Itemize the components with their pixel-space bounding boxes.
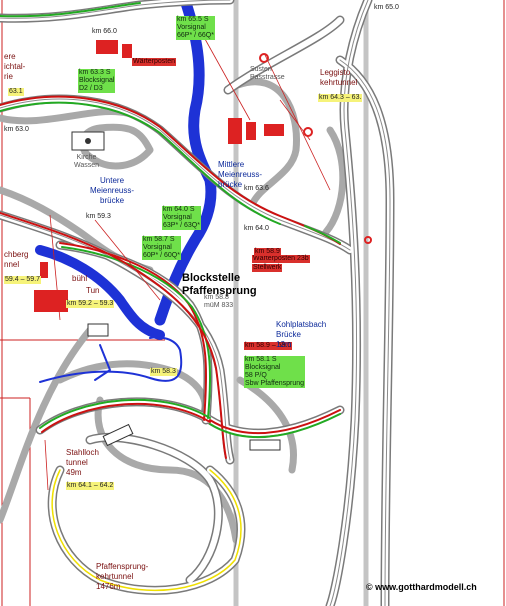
km-label: km 66.0 <box>92 28 117 35</box>
post-label: km 58.9 – 59.0 <box>244 342 293 350</box>
buildings <box>34 40 284 312</box>
signal-circles <box>259 53 372 244</box>
post-label: Wärterposten <box>132 58 177 66</box>
range-label: km 64.1 – 64.2 <box>66 482 115 490</box>
outline-buildings <box>71 131 281 451</box>
km-label: km 63.6 <box>244 185 269 192</box>
km-label: km 64.0 <box>244 225 269 232</box>
church-marker <box>85 138 91 144</box>
km-label: km 63.0 <box>4 126 29 133</box>
place-label: bühl <box>72 274 88 283</box>
road-network <box>0 78 347 544</box>
post-label: km 58.9 <box>254 248 281 256</box>
section-lines <box>0 2 341 592</box>
place-label: Tun <box>86 286 100 295</box>
range-label: km 58.3 <box>150 368 177 376</box>
post-label: Stellwerk <box>252 264 283 272</box>
km-label: km 65.0 <box>374 4 399 11</box>
range-label: km 64.3 – 63. <box>318 94 363 102</box>
copyright: © www.gotthardmodell.ch <box>366 582 477 592</box>
leader-lines <box>44 29 331 491</box>
range-label: 59.4 – 59.7 <box>4 276 42 284</box>
range-label: km 59.2 – 59.3 <box>66 300 115 308</box>
range-label: 63.1 <box>8 88 24 96</box>
post-label: Wärterposten 23b <box>252 255 310 263</box>
km-label: km 59.3 <box>86 213 111 220</box>
